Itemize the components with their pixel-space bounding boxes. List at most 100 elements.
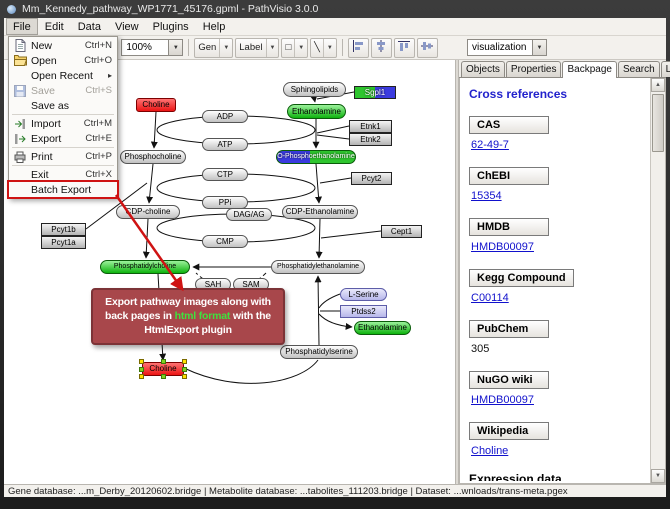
- selection-handle[interactable]: [139, 359, 144, 364]
- menu-edit[interactable]: Edit: [44, 20, 64, 33]
- xref-id-link[interactable]: 62-49-7: [471, 139, 509, 151]
- pathway-node-sphingolipids[interactable]: Sphingolipids: [283, 82, 346, 97]
- xref-id-link[interactable]: Choline: [471, 445, 509, 457]
- dropdown-arrow-icon: ▼: [219, 38, 229, 57]
- new-file-icon: [12, 39, 28, 52]
- pathway-node-l-serine[interactable]: L-Serine: [340, 288, 387, 301]
- pathway-node-etnk2[interactable]: Etnk2: [349, 133, 392, 146]
- pathway-node-ptdss2[interactable]: Ptdss2: [340, 305, 387, 318]
- menu-bar: File Edit Data View Plugins Help: [4, 18, 666, 36]
- menu-item-label: Save: [31, 84, 55, 97]
- menu-view[interactable]: View: [114, 20, 139, 33]
- pathway-node-pcyt2[interactable]: Pcyt2: [351, 172, 392, 185]
- menu-help[interactable]: Help: [202, 20, 226, 33]
- align-top-button[interactable]: [393, 37, 415, 58]
- label-tool-button[interactable]: Label▼: [235, 37, 280, 58]
- menu-item-label: Print: [31, 150, 53, 163]
- pathway-node-pcyt1a[interactable]: Pcyt1a: [41, 236, 86, 249]
- datanode-tool-button[interactable]: Gen▼: [194, 37, 234, 58]
- zoom-select[interactable]: 100% ▼: [121, 39, 184, 56]
- callout-highlight-text: html format: [174, 310, 231, 323]
- tab-properties[interactable]: Properties: [505, 61, 562, 77]
- pathway-node-adp[interactable]: ADP: [202, 110, 248, 123]
- selection-handle[interactable]: [160, 374, 166, 379]
- align-center-button[interactable]: [370, 37, 392, 58]
- pathway-node-o-phosphoethanolamine[interactable]: O-Phosphoethanolamine: [276, 150, 356, 164]
- pathway-node-ctp[interactable]: CTP: [202, 168, 248, 181]
- selection-handle[interactable]: [182, 359, 187, 364]
- file-menu-item-save-as[interactable]: Save as: [9, 98, 117, 113]
- menu-item-shortcut: Ctrl+S: [85, 85, 112, 96]
- xref-section-chebi: ChEBI 15354: [469, 166, 646, 202]
- pathway-node-phosphocholine[interactable]: Phosphocholine: [120, 150, 186, 164]
- pathway-node-sgpl1[interactable]: Sgpl1: [354, 86, 396, 99]
- file-menu-item-batch-export[interactable]: Batch Export: [9, 182, 117, 197]
- shape-tool-icon: □: [285, 42, 292, 53]
- draw-tool-group: Gen▼Label▼□▼╲▼: [194, 37, 337, 58]
- shape-tool-button[interactable]: □▼: [281, 37, 309, 58]
- sidebar-scrollbar[interactable]: ▲ ▼: [650, 78, 665, 483]
- selection-handle[interactable]: [182, 374, 187, 379]
- xref-id-link[interactable]: HMDB00097: [471, 241, 534, 253]
- zoom-value: 100%: [126, 42, 152, 53]
- selection-handle[interactable]: [160, 359, 166, 364]
- pathway-node-cept1[interactable]: Cept1: [381, 225, 422, 238]
- xref-id-link[interactable]: C00114: [471, 292, 509, 304]
- tab-backpage[interactable]: Backpage: [562, 61, 617, 78]
- selection-handle[interactable]: [139, 374, 144, 379]
- pathway-node-cdp-choline[interactable]: CDP-choline: [116, 205, 180, 219]
- align-left-button[interactable]: [347, 37, 369, 58]
- tab-objects[interactable]: Objects: [461, 61, 505, 77]
- xref-id-link[interactable]: HMDB00097: [471, 394, 534, 406]
- selection-handle[interactable]: [139, 366, 144, 372]
- pathway-node-etnk1[interactable]: Etnk1: [349, 120, 392, 133]
- xref-id-link[interactable]: 15354: [471, 190, 502, 202]
- align-middle-icon: [421, 39, 434, 57]
- scroll-up-icon[interactable]: ▲: [651, 78, 665, 92]
- annotation-callout: Export pathway images along with back pa…: [91, 288, 285, 345]
- pathway-node-atp[interactable]: ATP: [202, 138, 248, 151]
- tab-legend[interactable]: Legend: [660, 61, 670, 77]
- pathway-node-ethanolamine[interactable]: Ethanolamine: [354, 321, 411, 335]
- menu-plugins[interactable]: Plugins: [152, 20, 189, 33]
- align-middle-button[interactable]: [416, 37, 438, 58]
- selection-handle[interactable]: [182, 366, 187, 372]
- menu-data[interactable]: Data: [77, 20, 101, 33]
- tab-search[interactable]: Search: [617, 61, 660, 77]
- datanode-tool-label: Gen: [198, 42, 217, 53]
- pathway-node-dag-ag[interactable]: DAG/AG: [226, 208, 272, 221]
- visualization-select[interactable]: visualization ▼: [467, 39, 547, 56]
- file-menu-item-save[interactable]: Save Ctrl+S: [9, 83, 117, 98]
- pathway-node-pcyt1b[interactable]: Pcyt1b: [41, 223, 86, 236]
- menu-item-label: Open: [31, 54, 57, 67]
- pathway-node-ppi[interactable]: PPi: [202, 196, 248, 209]
- xref-source-name: ChEBI: [469, 167, 549, 185]
- pathway-node-phosphatidylserine[interactable]: Phosphatidylserine: [280, 345, 358, 359]
- pathway-node-ethanolamine[interactable]: Ethanolamine: [287, 104, 346, 119]
- line-tool-button[interactable]: ╲▼: [310, 37, 337, 58]
- panel-splitter[interactable]: [455, 60, 459, 484]
- status-bar: Gene database: ...m_Derby_20120602.bridg…: [4, 484, 666, 497]
- pathway-node-choline[interactable]: Choline: [136, 98, 176, 112]
- file-menu-item-open-recent[interactable]: Open Recent▸: [9, 68, 117, 83]
- align-button-group: [347, 37, 438, 58]
- menu-item-shortcut: Ctrl+X: [85, 169, 112, 180]
- pathway-node-phosphatidylcholine[interactable]: Phosphatidylcholine: [100, 260, 190, 274]
- menu-item-shortcut: Ctrl+M: [83, 118, 112, 129]
- scrollbar-thumb[interactable]: [652, 94, 664, 152]
- pathway-node-phosphatidylethanolamine[interactable]: Phosphatidylethanolamine: [271, 260, 365, 274]
- pathway-node-cmp[interactable]: CMP: [202, 235, 248, 248]
- scroll-down-icon[interactable]: ▼: [651, 469, 665, 483]
- menu-file[interactable]: File: [6, 18, 38, 35]
- pathway-node-cdp-ethanolamine[interactable]: CDP-Ethanolamine: [282, 205, 358, 219]
